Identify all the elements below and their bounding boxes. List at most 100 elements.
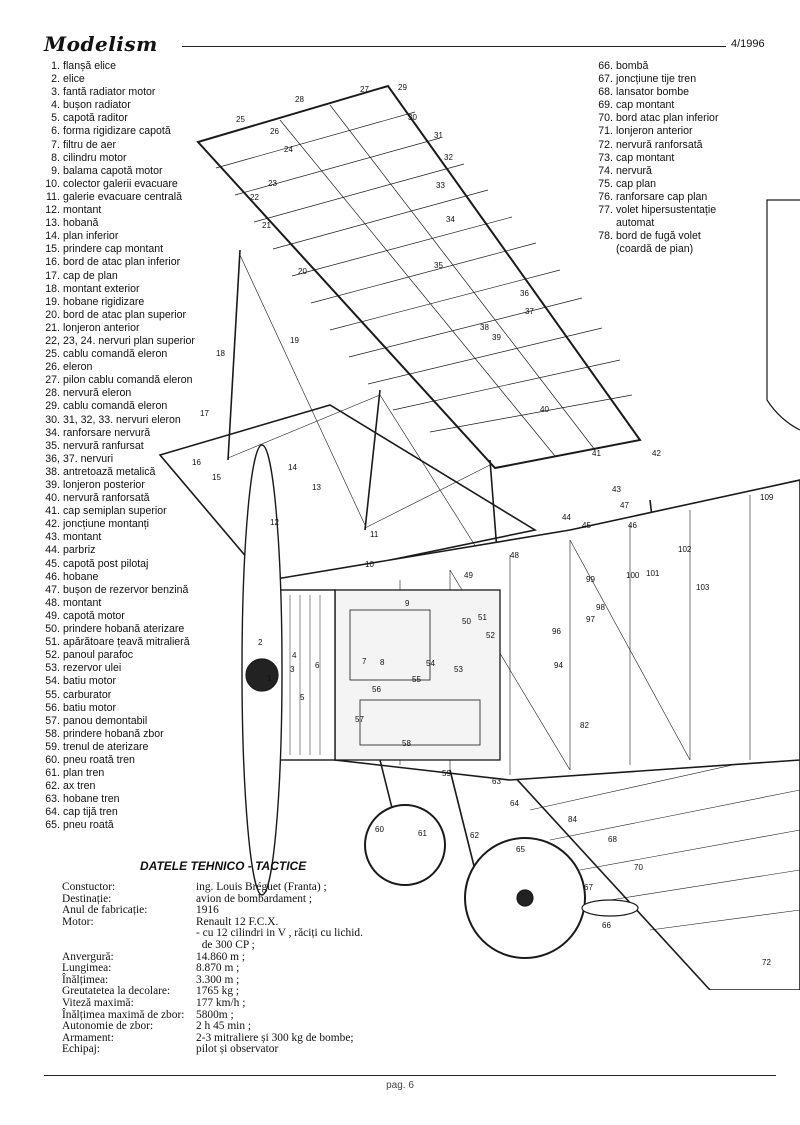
legend-item: 15.prindere cap montant — [40, 243, 230, 256]
legend-item-label: hobană — [63, 217, 99, 230]
legend-item-number: 5. — [51, 112, 60, 125]
legend-item-label: fantă radiator motor — [63, 86, 156, 99]
callout-65: 65 — [516, 845, 525, 854]
legend-item-label: flanșă elice — [63, 60, 116, 72]
callout-102: 102 — [678, 545, 692, 554]
legend-item-number: 67. — [598, 73, 613, 86]
header-rule — [182, 46, 726, 47]
radiator — [279, 589, 336, 761]
callout-52: 52 — [486, 631, 495, 640]
legend-item: 60.pneu roată tren — [40, 754, 230, 767]
callout-19: 19 — [290, 336, 299, 345]
legend-item-number: 2. — [51, 73, 60, 86]
specs-title: DATELE TEHNICO - TACTICE — [140, 859, 307, 873]
legend-item-label: bord de fugă volet — [616, 230, 701, 243]
spec-row: Anul de fabricație:1916 — [62, 905, 363, 917]
legend-item-label: filtru de aer — [63, 138, 116, 151]
legend-item-label: antretoază metalică — [63, 465, 156, 478]
legend-item: 8.cilindru motor — [40, 152, 230, 165]
legend-item-number: 70. — [598, 112, 613, 125]
spec-row: Lungimea:8.870 m ; — [62, 963, 363, 975]
legend-item-number: 40. — [45, 492, 60, 505]
callout-63: 63 — [492, 777, 501, 786]
legend-item-number: 39. — [45, 479, 60, 491]
legend-item: 70.bord atac plan inferior — [593, 112, 763, 125]
legend-item-label: trenul de aterizare — [63, 740, 149, 753]
legend-item-number — [593, 217, 613, 230]
legend-item-label: montant — [63, 204, 102, 217]
legend-item: 77.volet hipersustentație — [593, 204, 763, 217]
spec-row: Echipaj:pilot și observator — [62, 1044, 363, 1056]
legend-item-number: 28. — [45, 387, 60, 400]
legend-item-label: colector galerii evacuare — [63, 177, 178, 190]
magazine-title: Modelism — [44, 32, 158, 56]
legend-item-number: 78. — [598, 230, 613, 243]
callout-4: 4 — [292, 651, 297, 660]
callout-29: 29 — [398, 83, 407, 92]
legend-item-number: 72. — [598, 138, 613, 151]
legend-item: 47.bușon de rezervor benzină — [40, 584, 230, 597]
legend-item-number: 1. — [51, 60, 60, 72]
spec-value: 177 km/h ; — [196, 996, 246, 1009]
spec-value: ing. Louis Bréguet (Franta) ; — [196, 881, 327, 893]
callout-66: 66 — [602, 921, 611, 930]
legend-item: 49.capotă motor — [40, 610, 230, 623]
callout-12: 12 — [270, 518, 279, 527]
legend-item-label: pneu roată tren — [63, 753, 135, 766]
legend-item: 54.batiu motor — [40, 675, 230, 688]
legend-item: 12.montant — [40, 204, 230, 217]
legend-item: 44.parbriz — [40, 544, 230, 557]
legend-item-label: 23, 24. nervuri plan superior — [63, 334, 195, 347]
legend-item: 52.panoul parafoc — [40, 649, 230, 662]
legend-item-number: 42. — [45, 518, 60, 531]
legend-item: 38.antretoază metalică — [40, 466, 230, 479]
legend-item: 39.lonjeron posterior — [40, 479, 230, 492]
legend-item-number: 50. — [45, 623, 60, 636]
legend-item-number: 51. — [45, 636, 60, 649]
legend-item: 26.eleron — [40, 361, 230, 374]
callout-5: 5 — [300, 693, 305, 702]
callout-7: 7 — [362, 657, 367, 666]
callout-13: 13 — [312, 483, 321, 492]
legend-item-number: 57. — [45, 714, 60, 727]
spec-row: de 300 CP ; — [62, 939, 363, 952]
legend-item: 18.montant exterior — [40, 283, 230, 296]
legend-item-number: 69. — [598, 99, 613, 112]
legend-item: 66.bombă — [593, 60, 763, 73]
callout-55: 55 — [412, 675, 421, 684]
spec-value: 2-3 mitraliere și 300 kg de bombe; — [196, 1031, 354, 1044]
spec-label: Lungimea: — [62, 962, 112, 975]
spec-row: Autonomie de zbor:2 h 45 min ; — [62, 1021, 363, 1033]
legend-item-label: cap de plan — [63, 269, 118, 282]
legend-item: 3.fantă radiator motor — [40, 86, 230, 99]
legend-item: 76.ranforsare cap plan — [593, 191, 763, 204]
callout-31: 31 — [434, 131, 443, 140]
legend-item-number: 36, — [45, 452, 60, 465]
legend-item-number: 12. — [45, 204, 60, 217]
callout-41: 41 — [592, 449, 601, 458]
callout-61: 61 — [418, 829, 427, 838]
callout-48: 48 — [510, 551, 519, 560]
legend-item-label: prindere hobană aterizare — [63, 623, 185, 636]
aircraft-cutaway-drawing: 1 2 3 4 5 6 7 8 9 10 11 12 13 14 15 16 1… — [158, 83, 800, 990]
spec-label: Echipaj: — [62, 1043, 100, 1056]
callout-37: 37 — [525, 307, 534, 316]
bomb — [581, 899, 639, 917]
legend-item-number: 21. — [45, 321, 60, 334]
callout-68: 68 — [608, 835, 617, 844]
callout-62: 62 — [470, 831, 479, 840]
legend-item: 73.cap montant — [593, 152, 763, 165]
legend-item: 57.panou demontabil — [40, 715, 230, 728]
callout-34: 34 — [446, 215, 455, 224]
legend-item-number: 61. — [45, 767, 60, 780]
callout-44: 44 — [562, 513, 571, 522]
callout-98: 98 — [596, 603, 605, 612]
legend-item-number: 3. — [51, 86, 60, 99]
spec-label: Destinație: — [62, 892, 112, 905]
spec-row: Constuctor:ing. Louis Bréguet (Franta) ; — [62, 881, 363, 894]
legend-item-label: 31, 32, 33. nervuri eleron — [63, 413, 181, 426]
legend-item: 9.balama capotă motor — [40, 165, 230, 178]
legend-item-number: 56. — [45, 701, 60, 714]
legend-item-number: 26. — [45, 361, 60, 374]
legend-item: 1.flanșă elice — [40, 60, 230, 73]
